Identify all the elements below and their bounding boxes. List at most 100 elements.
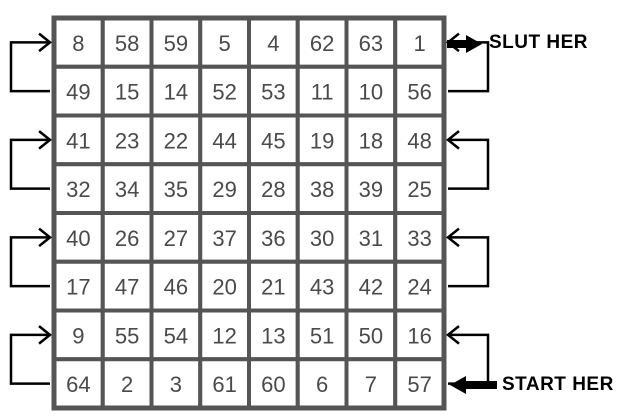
grid-cell-number: 10	[359, 80, 383, 105]
grid-cell: 17	[52, 259, 105, 313]
grid-cell: 63	[344, 16, 398, 69]
grid-cell-number: 55	[115, 323, 139, 348]
grid-cell: 40	[52, 211, 105, 264]
grid-cell-number: 26	[115, 226, 139, 251]
grid-cell: 10	[344, 64, 398, 118]
finish-label: SLUT HER	[489, 32, 588, 53]
grid-cell-number: 34	[115, 177, 139, 202]
grid-cell-number: 22	[164, 128, 188, 153]
grid-cell: 35	[149, 162, 203, 215]
grid-cell-number: 17	[66, 275, 90, 300]
grid-cell: 37	[198, 211, 251, 264]
right-arrowhead-icon	[38, 325, 53, 345]
grid-cell-number: 37	[212, 226, 236, 251]
grid-cell-number: 4	[267, 31, 279, 56]
grid-cell: 1	[393, 16, 446, 69]
grid-cell-box	[100, 64, 154, 118]
grid-cell: 61	[198, 357, 251, 410]
grid-cell: 42	[344, 259, 398, 313]
grid-cell-number: 48	[407, 128, 431, 153]
grid-cell-box	[149, 113, 203, 167]
grid-cell: 21	[247, 259, 300, 313]
grid-cell-number: 5	[219, 31, 231, 56]
grid-cell: 60	[247, 357, 300, 410]
grid-cell-number: 19	[310, 128, 334, 153]
grid-cell-number: 25	[407, 177, 431, 202]
grid-cell: 27	[149, 211, 203, 264]
grid-cell-box	[344, 162, 398, 215]
grid-cell-number: 57	[407, 372, 431, 397]
grid-cell: 45	[247, 113, 300, 167]
grid-cell-number: 33	[407, 226, 431, 251]
grid-cell: 31	[344, 211, 398, 264]
grid-cell: 52	[198, 64, 251, 118]
grid-cell: 54	[149, 308, 203, 362]
grid-cell: 62	[295, 16, 349, 69]
grid-cell-box	[149, 357, 203, 410]
grid-cell-number: 40	[66, 226, 90, 251]
grid-cell-box	[247, 357, 300, 410]
grid-cell-number: 29	[212, 177, 236, 202]
grid-cell-number: 1	[414, 31, 426, 56]
grid-cell: 24	[393, 259, 446, 313]
grid-cell: 26	[100, 211, 154, 264]
grid-cell: 36	[247, 211, 300, 264]
grid-cell-number: 49	[66, 80, 90, 105]
grid-cell-number: 20	[212, 275, 236, 300]
grid-cell-number: 18	[359, 128, 383, 153]
grid-cell: 9	[52, 308, 105, 362]
grid-cell: 51	[295, 308, 349, 362]
grid-cell: 11	[295, 64, 349, 118]
grid-cell: 49	[52, 64, 105, 118]
grid-cell-number: 36	[261, 226, 285, 251]
grid-cell: 30	[295, 211, 349, 264]
left-connector-line	[9, 236, 50, 288]
left-arrowhead-icon	[445, 227, 460, 248]
grid-cell-number: 39	[359, 177, 383, 202]
grid-cell-number: 32	[66, 177, 90, 202]
grid-cell-number: 13	[261, 323, 285, 348]
grid-cell-number: 45	[261, 128, 285, 153]
grid-cell-number: 8	[72, 31, 84, 56]
grid-cell: 8	[52, 16, 105, 69]
grid-cell: 19	[295, 113, 349, 167]
grid-cell: 5	[198, 16, 251, 69]
right-connector-line	[448, 236, 490, 288]
grid-cell: 7	[344, 357, 398, 410]
grid-cell-number: 58	[115, 31, 139, 56]
grid-cell: 13	[247, 308, 300, 362]
grid-cell-number: 60	[261, 372, 285, 397]
left-arrowhead-icon	[445, 325, 460, 345]
grid-cell: 55	[100, 308, 154, 362]
grid-cell-number: 54	[164, 323, 188, 348]
grid-cell: 20	[198, 259, 251, 313]
grid-cell-number: 30	[310, 226, 334, 251]
grid-cell: 46	[149, 259, 203, 313]
right-arrowhead-icon	[38, 130, 53, 150]
grid-cell-number: 53	[261, 80, 285, 105]
grid-cell: 18	[344, 113, 398, 167]
left-arrowhead-icon	[445, 130, 460, 150]
grid-cell-number: 15	[115, 80, 139, 105]
grid-cell-number: 6	[316, 372, 328, 397]
row-connectors	[9, 32, 490, 385]
grid-cell-number: 41	[66, 128, 90, 153]
grid-cell-box	[344, 113, 398, 167]
grid-cell: 57	[393, 357, 446, 410]
start-arrow-icon	[450, 376, 497, 394]
grid-cell: 32	[52, 162, 105, 215]
left-connector-line	[9, 333, 50, 385]
grid-cell: 56	[393, 64, 446, 118]
grid-cell-number: 63	[359, 31, 383, 56]
grid-cell: 59	[149, 16, 203, 69]
grid-cell-number: 44	[212, 128, 236, 153]
grid-cell-number: 7	[365, 372, 377, 397]
grid-cell-number: 52	[212, 80, 236, 105]
grid-cell-number: 31	[359, 226, 383, 251]
grid-cell-number: 61	[212, 372, 236, 397]
grid-cell-number: 43	[310, 275, 334, 300]
grid-cell-number: 59	[164, 31, 188, 56]
grid-cell-box	[393, 259, 446, 313]
grid-cell: 39	[344, 162, 398, 215]
